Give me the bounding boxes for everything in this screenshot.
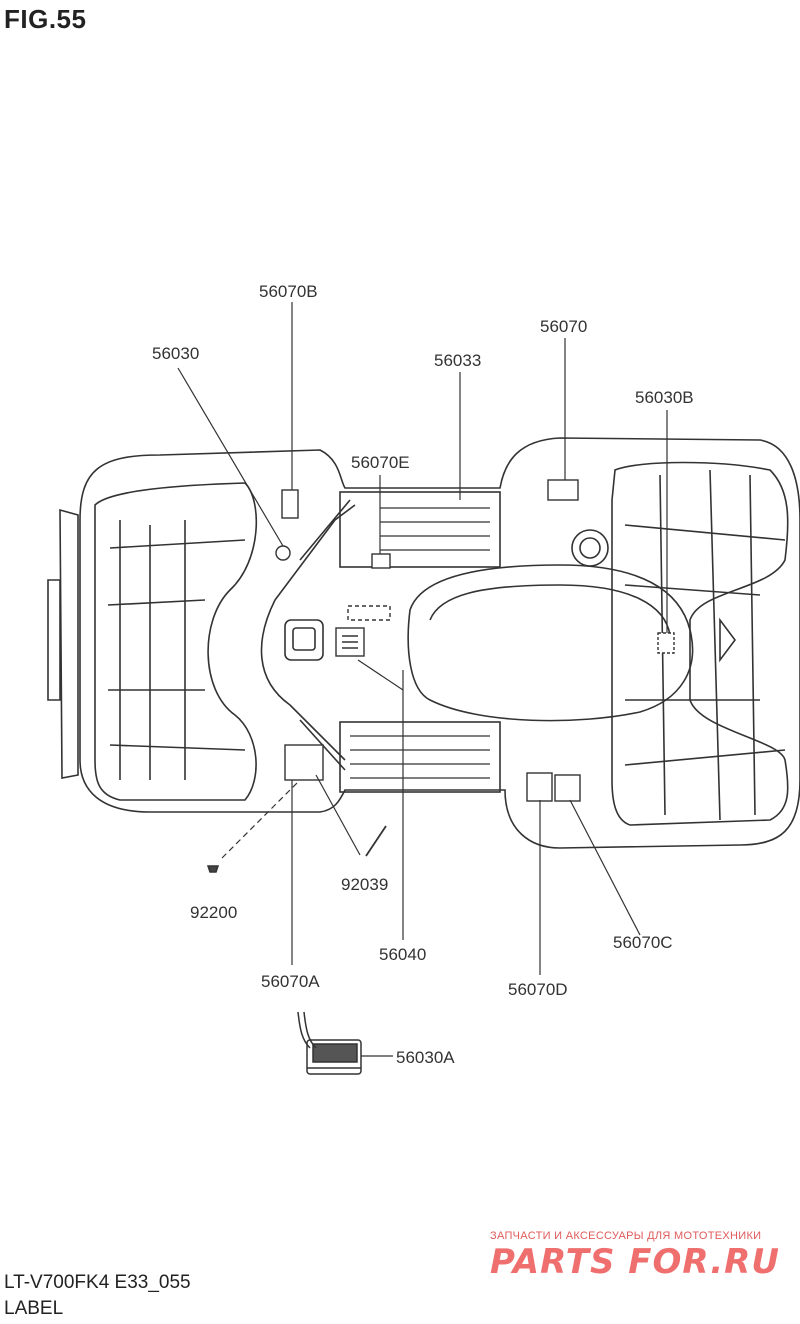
label-56030B: [657, 632, 675, 654]
label-56070A: [284, 744, 324, 781]
label-56070: [547, 479, 579, 501]
callout-56070C: 56070C: [613, 933, 673, 952]
label-56070C: [554, 774, 581, 802]
watermark-logo: PARTS FOR.RU: [490, 1242, 780, 1282]
footrest-treads: [350, 507, 490, 779]
leader-lines: [177, 302, 668, 1057]
figure-title: FIG.55: [4, 4, 87, 34]
callout-56070: 56070: [540, 317, 587, 336]
label-shapes: [275, 479, 675, 802]
screw-92200-icon: [206, 865, 220, 873]
callout-56070D: 56070D: [508, 980, 568, 999]
callout-56030A: 56030A: [396, 1048, 455, 1067]
label-56070E: [371, 553, 391, 569]
callout-92039: 92039: [341, 875, 388, 894]
atv-body-outline: [47, 437, 800, 849]
model-code: LT-V700FK4 E33_055: [4, 1272, 191, 1293]
callout-56030B: 56030B: [635, 388, 694, 407]
label-56030A: [297, 1011, 362, 1075]
callout-56070A: 56070A: [261, 972, 320, 991]
callout-56040: 56040: [379, 945, 426, 964]
callout-92200: 92200: [190, 903, 237, 922]
callout-56070E: 56070E: [351, 453, 410, 472]
label-56070B: [281, 489, 299, 519]
section-name: LABEL: [4, 1298, 64, 1319]
callout-56030: 56030: [152, 344, 199, 363]
watermark-tagline: ЗАПЧАСТИ И АКСЕССУАРЫ ДЛЯ МОТОТЕХНИКИ: [490, 1230, 762, 1242]
label-56070D: [526, 772, 553, 802]
callout-56070B: 56070B: [259, 282, 318, 301]
callout-56033: 56033: [434, 351, 481, 370]
pin-92039-icon: [365, 825, 387, 857]
label-56030: [275, 545, 291, 561]
dashed-panel: [347, 605, 391, 621]
callout-labels: 56070B 56030 56033 56070 56030B 56070E 9…: [152, 282, 694, 1067]
